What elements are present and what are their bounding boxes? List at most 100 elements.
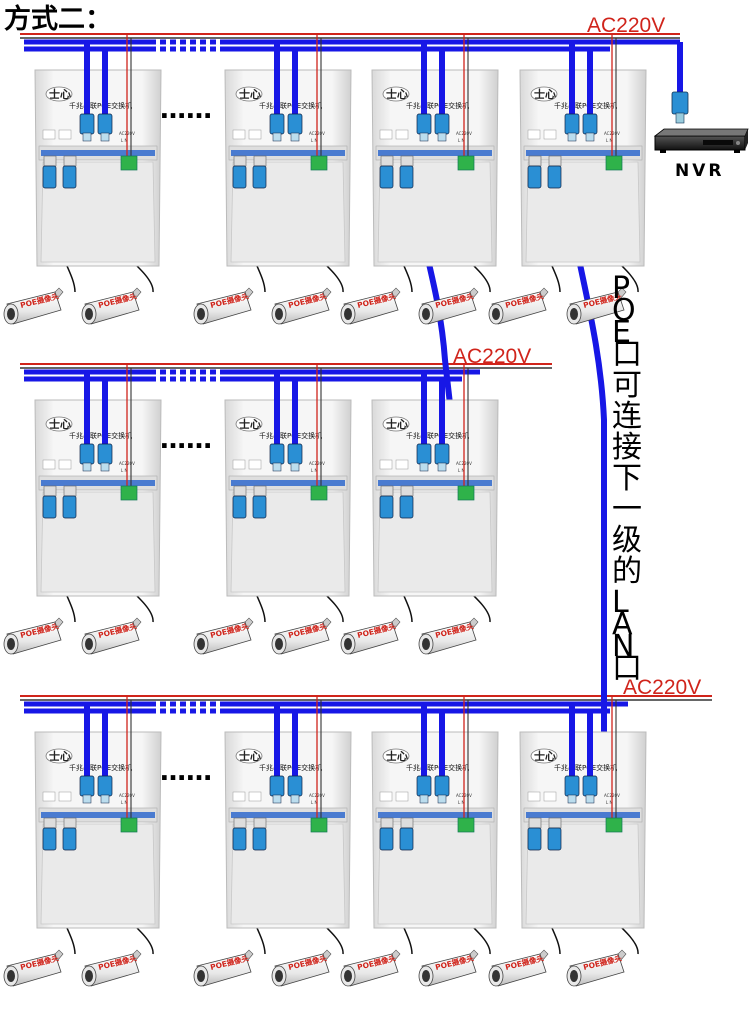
camera-lens <box>85 970 93 982</box>
switch-name-label: 千兆串联POE交换机 <box>554 763 617 772</box>
rj45-tip <box>100 462 110 472</box>
brand-text: 士心 <box>49 87 71 101</box>
poe-port <box>43 155 57 167</box>
poe-rj45-plug <box>527 165 542 189</box>
rj45-tip <box>82 794 92 804</box>
din-rail-stripe <box>231 480 345 486</box>
camera-lens <box>344 970 352 982</box>
poe-port <box>43 817 57 829</box>
power-terminal-label: L N <box>606 138 613 143</box>
poe-port <box>233 155 247 167</box>
rj45-plug <box>434 443 450 465</box>
camera-lens <box>197 970 205 982</box>
brand-text: 士心 <box>239 749 261 763</box>
camera-lens <box>7 308 15 320</box>
poe-port <box>548 817 562 829</box>
rj45-plug <box>269 113 285 135</box>
poe-camera: POE摄像头 <box>81 949 142 987</box>
brand-text: 士心 <box>239 417 261 431</box>
port-sticker <box>379 129 393 140</box>
power-terminal-block <box>120 155 138 171</box>
poe-rj45-plug <box>252 495 267 519</box>
port-sticker <box>379 459 393 470</box>
switch-name-label: 千兆串联POE交换机 <box>406 763 469 772</box>
poe-rj45-plug <box>379 827 394 851</box>
poe-rj45-plug <box>62 165 77 189</box>
din-rail-stripe <box>526 150 640 156</box>
rj45-plug <box>416 775 432 797</box>
camera-lens <box>570 970 578 982</box>
brand-text: 士心 <box>386 749 408 763</box>
poe-rj45-plug <box>252 165 267 189</box>
enclosure-interior <box>377 491 493 593</box>
brand-logo <box>382 86 410 102</box>
poe-port <box>528 155 542 167</box>
din-rail-stripe <box>231 150 345 156</box>
port-sticker <box>58 459 72 470</box>
brand-logo <box>235 748 263 764</box>
port-sticker <box>42 129 56 140</box>
rj45-plug <box>287 775 303 797</box>
power-terminal-label: L N <box>121 468 128 473</box>
power-label-row3: AC220V <box>623 676 701 699</box>
rj45-tip <box>585 794 595 804</box>
rj45-tip <box>419 462 429 472</box>
rj45-tip <box>82 132 92 142</box>
brand-text: 士心 <box>534 87 556 101</box>
camera-layer: POE摄像头 POE摄像头 POE摄像头 POE摄像头 POE摄像头 POE摄像头 POE摄… <box>3 287 627 987</box>
poe-rj45-plug <box>62 827 77 851</box>
poe-port <box>400 155 414 167</box>
poe-camera: POE摄像头 <box>340 949 401 987</box>
poe-port <box>253 155 267 167</box>
rj45-tip <box>419 132 429 142</box>
brand-logo <box>235 416 263 432</box>
din-rail-stripe <box>231 812 345 818</box>
poe-camera: POE摄像头 <box>566 287 627 325</box>
rj45-plug <box>269 775 285 797</box>
more-units-ellipsis-row1: …… <box>160 95 212 125</box>
brand-text: 士心 <box>49 749 71 763</box>
port-sticker <box>527 791 541 802</box>
power-terminal-block <box>120 485 138 501</box>
rj45-plug <box>79 775 95 797</box>
poe-camera: POE摄像头 <box>81 287 142 325</box>
rj45-plug <box>79 443 95 465</box>
brand-logo <box>530 86 558 102</box>
poe-port <box>63 485 77 497</box>
power-terminal-block <box>120 817 138 833</box>
camera-lens <box>197 638 205 650</box>
poe-camera: POE摄像头 <box>193 287 254 325</box>
poe-camera: POE摄像头 <box>418 287 479 325</box>
switch-name-label: 千兆串联POE交换机 <box>259 763 322 772</box>
rj45-tip <box>272 132 282 142</box>
poe-rj45-plug <box>232 165 247 189</box>
din-rail-stripe <box>378 150 492 156</box>
switch-name-label: 千兆串联POE交换机 <box>69 431 132 440</box>
rj45-tip <box>290 462 300 472</box>
enclosure-interior <box>230 491 346 593</box>
port-sticker <box>58 129 72 140</box>
poe-camera: POE摄像头 <box>340 617 401 655</box>
brand-logo <box>530 748 558 764</box>
nvr-rj45-plug <box>671 91 689 115</box>
power-terminal-block <box>457 155 475 171</box>
rj45-tip <box>272 462 282 472</box>
power-terminal-block <box>457 817 475 833</box>
camera-lens <box>275 308 283 320</box>
poe-camera: POE摄像头 <box>488 949 549 987</box>
power-terminal-label: L N <box>121 138 128 143</box>
rj45-tip <box>419 794 429 804</box>
poe-port <box>380 485 394 497</box>
poe-port <box>43 485 57 497</box>
poe-camera: POE摄像头 <box>81 617 142 655</box>
port-sticker <box>248 459 262 470</box>
poe-port <box>380 155 394 167</box>
port-sticker <box>58 791 72 802</box>
camera-lens <box>422 308 430 320</box>
enclosure-interior <box>230 823 346 925</box>
